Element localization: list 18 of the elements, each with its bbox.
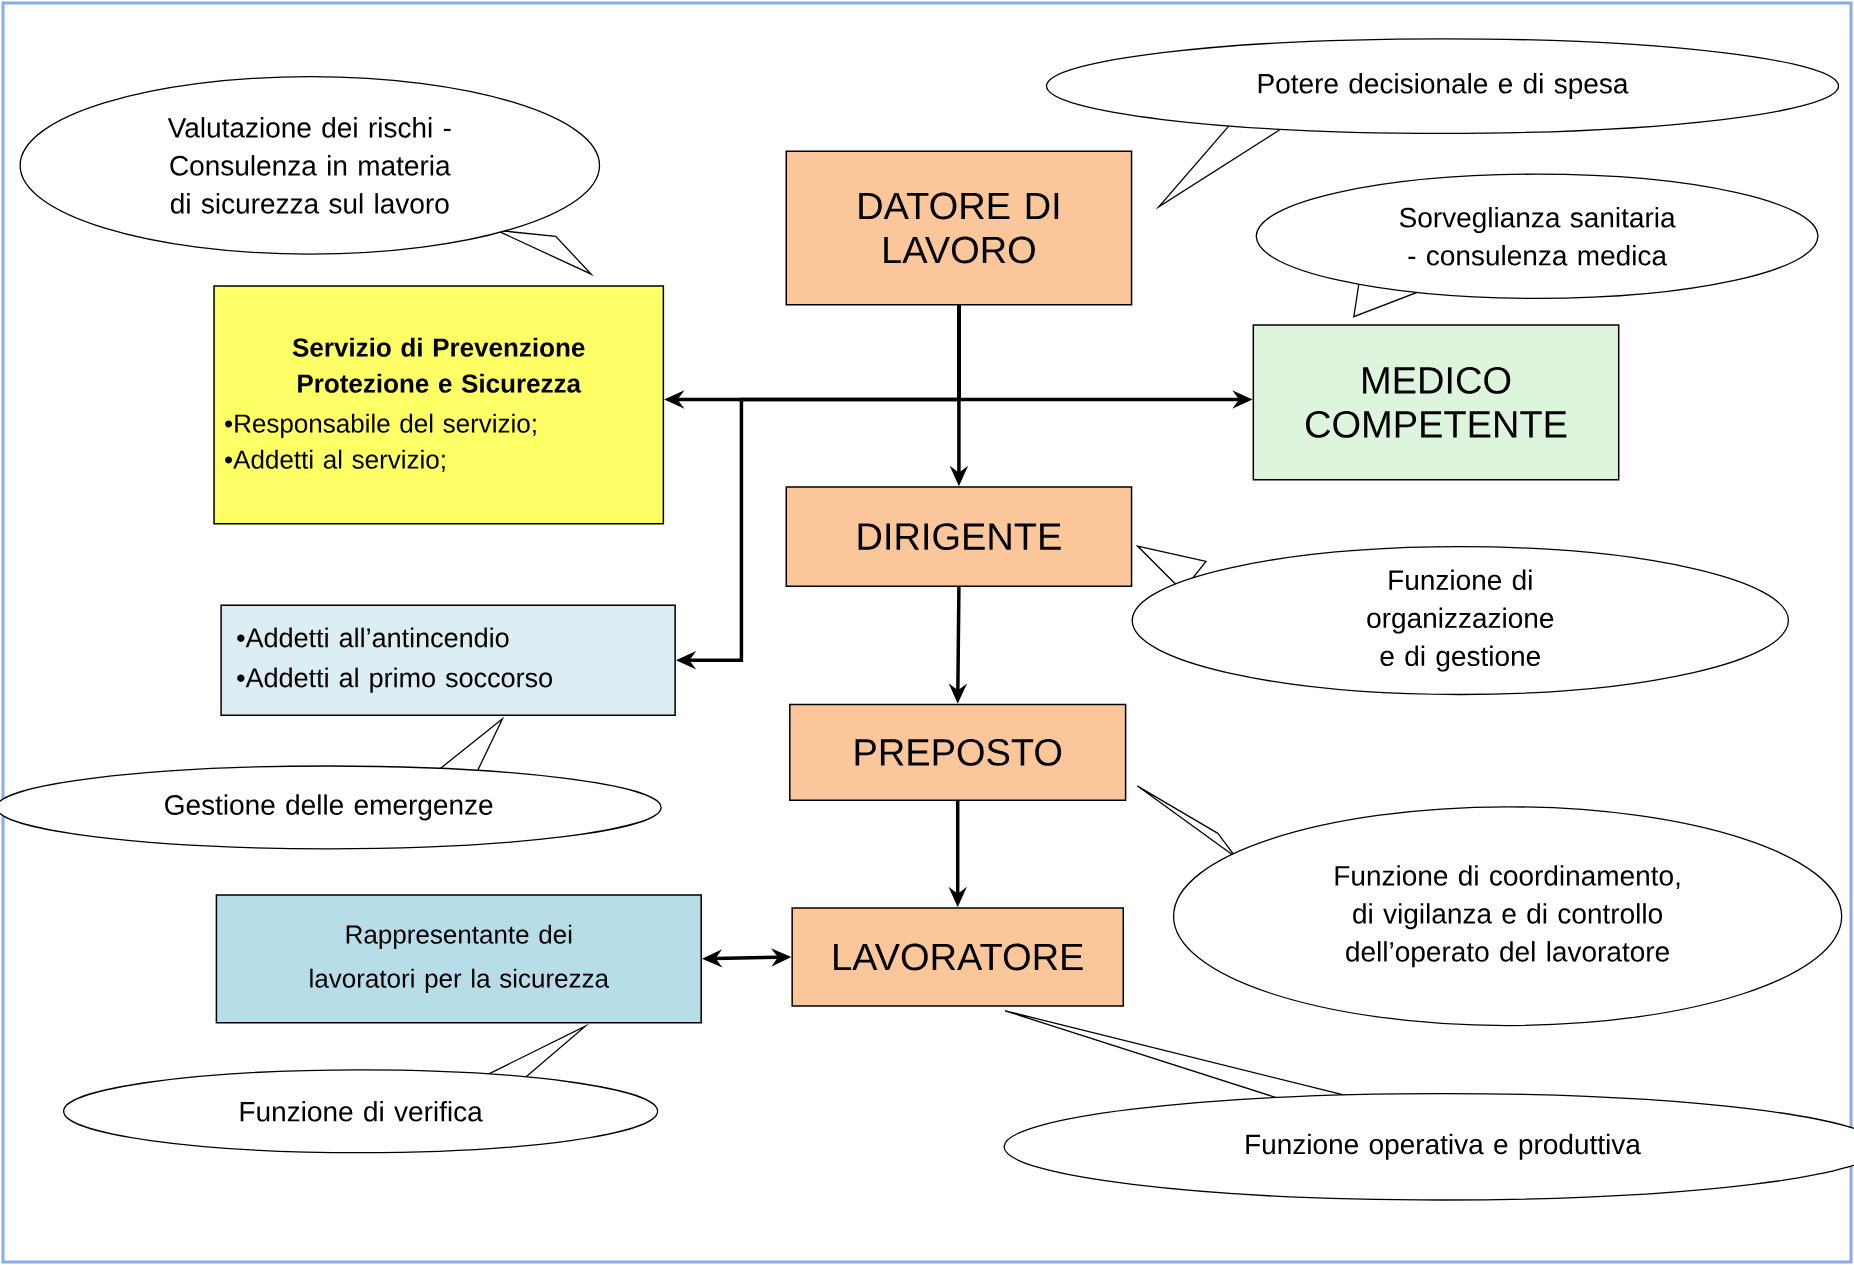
node-label: Potere decisionale e di spesa	[1258, 73, 1629, 100]
role-box: DIRIGENTE	[785, 486, 1133, 587]
role-box: DATORE DI LAVORO	[785, 150, 1133, 306]
speech-bubble: Funzione operativa e produttiva	[1003, 1010, 1854, 1201]
speech-bubble: Funzione di organizzazione e di gestione	[1131, 544, 1790, 696]
role-box: LAVORATORE	[791, 907, 1124, 1007]
node-label: Funzione operativa e produttiva	[1246, 1133, 1641, 1160]
service-box: Servizio di Prevenzione Protezione e Sicurezza •Responsabile del servizio; •Addetti al servizio;	[213, 285, 665, 525]
staff-box: •Addetti all’antincendio •Addetti al primo soccorso	[220, 604, 676, 716]
role-box: PREPOSTO	[789, 703, 1127, 802]
speech-bubble: Gestione delle emergenze	[0, 716, 662, 850]
speech-bubble: Funzione di coordinamento, di vigilanza e di controllo dell’operato del lavoratore	[1136, 785, 1843, 1027]
speech-bubble: Funzione di verifica	[63, 1023, 659, 1154]
speech-bubble: Sorveglianza sanitaria - consulenza medica	[1255, 173, 1819, 318]
node-label: Funzione di coordinamento, di vigilanza e di controllo dell’operato del lavoratore	[1335, 865, 1680, 968]
role-box: MEDICO COMPETENTE	[1252, 324, 1620, 481]
representative-box: Rappresentante dei lavoratori per la sicurezza	[215, 894, 702, 1024]
speech-bubble: Valutazione dei rischi - Consulenza in materia di sicurezza sul lavoro	[19, 76, 601, 277]
